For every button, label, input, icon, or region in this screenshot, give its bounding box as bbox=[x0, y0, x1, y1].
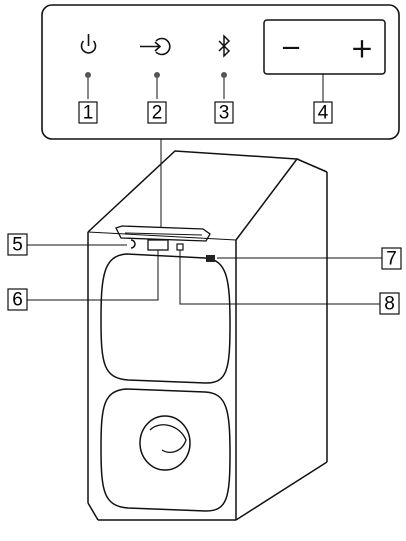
callout-box-3 bbox=[214, 101, 234, 124]
speaker-top-panel bbox=[115, 225, 211, 242]
volume-plus-label: + bbox=[350, 32, 373, 65]
callout-box-1 bbox=[78, 101, 98, 124]
bass-port-outer bbox=[139, 415, 191, 471]
leader-line-8 bbox=[179, 250, 380, 305]
callout-number-4: 4 bbox=[318, 103, 329, 124]
volume-buttons bbox=[263, 19, 386, 75]
volume-minus-label: − bbox=[280, 33, 302, 63]
port-7 bbox=[206, 255, 215, 262]
power-icon bbox=[80, 34, 97, 54]
callout-number-8: 8 bbox=[384, 294, 395, 315]
callout-number-6: 6 bbox=[12, 290, 23, 311]
callout-number-1: 1 bbox=[83, 103, 94, 124]
speaker-top-panel-inner bbox=[124, 232, 203, 236]
leader-line-6 bbox=[27, 250, 159, 301]
callout-box-5 bbox=[7, 233, 28, 256]
display-window bbox=[147, 239, 169, 251]
callout-box-7 bbox=[381, 247, 402, 270]
sensor-5 bbox=[130, 239, 136, 249]
callout-box-2 bbox=[147, 101, 167, 124]
bass-port-inner bbox=[149, 424, 187, 453]
control-panel-frame bbox=[41, 4, 400, 140]
control-panel-callout: − + 1 2 3 4 bbox=[41, 4, 400, 140]
indicator-8 bbox=[176, 243, 184, 251]
speaker-cabinet bbox=[87, 150, 328, 521]
lower-grille bbox=[100, 388, 231, 512]
callout-number-2: 2 bbox=[152, 103, 163, 124]
callout-box-8 bbox=[379, 292, 400, 315]
callout-box-6 bbox=[7, 288, 28, 311]
input-indicator-dot bbox=[154, 72, 160, 78]
bluetooth-icon bbox=[218, 34, 231, 58]
callout-number-3: 3 bbox=[219, 103, 230, 124]
upper-grille bbox=[100, 253, 231, 384]
callout-number-5: 5 bbox=[12, 235, 23, 256]
callout-box-4 bbox=[313, 101, 333, 124]
callout-number-7: 7 bbox=[386, 249, 397, 270]
bluetooth-indicator-dot bbox=[221, 72, 227, 78]
power-indicator-dot bbox=[85, 72, 91, 78]
speaker-front-top-edge bbox=[87, 231, 237, 241]
input-icon bbox=[140, 37, 171, 56]
